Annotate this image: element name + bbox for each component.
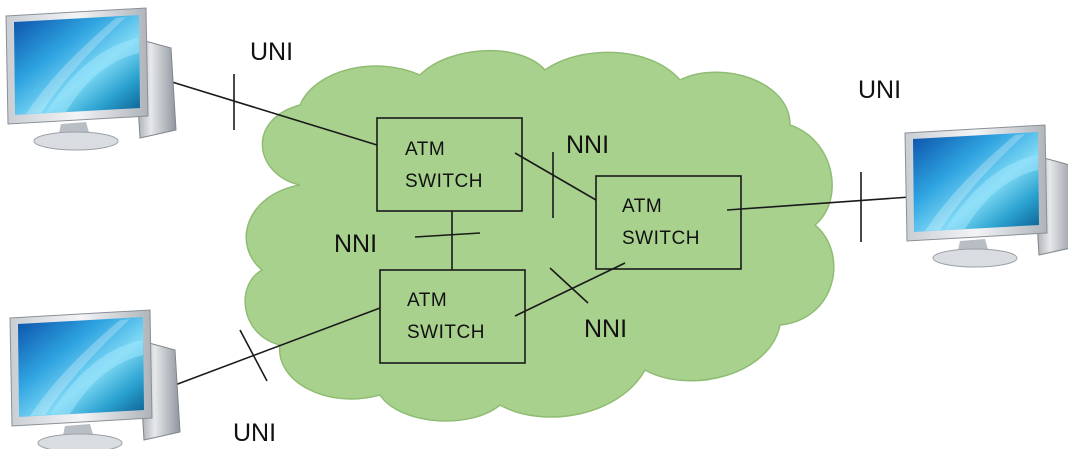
- switch-label-line1: ATM: [405, 139, 445, 160]
- cloud-shape: [244, 49, 835, 422]
- switch-label-line1: ATM: [407, 290, 447, 311]
- tick-uni-bottom-left: [239, 329, 268, 382]
- link-pc2-switch3: [174, 307, 381, 386]
- atm-switch-1: ATM SWITCH: [376, 117, 523, 212]
- link-switch2-pc3: [726, 196, 911, 211]
- network-cloud: [244, 49, 835, 422]
- connection-lines: [171, 81, 911, 386]
- tick-nni-bottom: [549, 267, 589, 304]
- label-nni-bottom: NNI: [584, 315, 627, 343]
- link-switch1-switch2: [514, 152, 597, 201]
- label-nni-left: NNI: [334, 230, 377, 258]
- label-uni-bottom-left: UNI: [233, 419, 276, 447]
- switch-box: [376, 117, 523, 212]
- switch-label-line2: SWITCH: [405, 171, 483, 192]
- switch-label-line2: SWITCH: [407, 322, 485, 343]
- link-switch3-switch2: [514, 262, 626, 317]
- switch-box: [379, 269, 526, 364]
- atm-switch-2: ATM SWITCH: [595, 175, 742, 270]
- computer-monitor-icon: [904, 124, 1068, 268]
- switch-label-line1: ATM: [622, 196, 662, 217]
- computer-monitor-icon: [5, 7, 177, 151]
- tick-nni-left: [414, 232, 481, 238]
- label-uni-top-left: UNI: [250, 38, 293, 66]
- interface-ticks: [233, 74, 862, 382]
- atm-switch-3: ATM SWITCH: [379, 269, 526, 364]
- computer-monitor-icon: [9, 309, 181, 449]
- switch-box: [595, 175, 742, 270]
- link-pc1-switch1: [171, 81, 378, 146]
- label-nni-top: NNI: [566, 131, 609, 159]
- label-uni-right: UNI: [858, 76, 901, 104]
- switch-label-line2: SWITCH: [622, 228, 700, 249]
